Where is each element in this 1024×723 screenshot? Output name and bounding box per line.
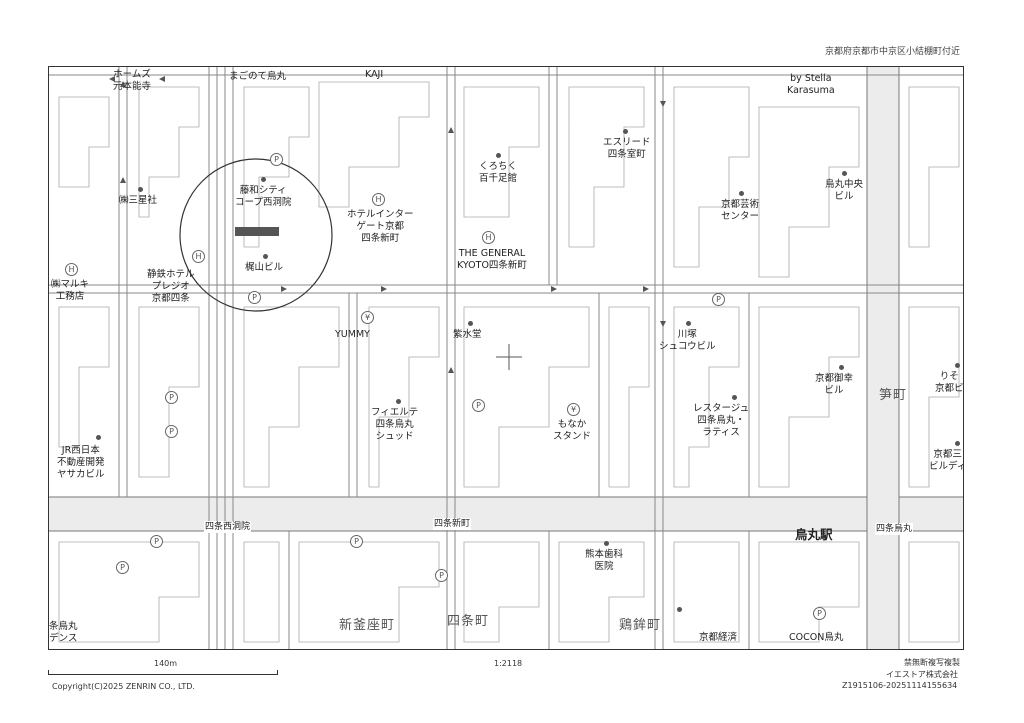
poi-monaka[interactable]: もなか スタンド bbox=[553, 419, 592, 442]
hotel-icon: H bbox=[65, 263, 78, 276]
poi-lestage[interactable]: レスタージュ 四条烏丸・ ラティス bbox=[693, 403, 750, 438]
restaurant-icon: ¥ bbox=[567, 403, 580, 416]
poi-homes[interactable]: ホームズ 元本能寺 bbox=[113, 69, 152, 92]
scale-distance: 140m bbox=[154, 659, 178, 668]
poi-fujiwa[interactable]: 藤和シティ コープ西洞院 bbox=[235, 185, 292, 208]
target-circle bbox=[179, 158, 333, 312]
poi-general[interactable]: THE GENERAL KYOTO四条新町 bbox=[457, 248, 527, 271]
poi-marker bbox=[842, 171, 847, 176]
poi-marker bbox=[263, 254, 268, 259]
poi-fierte[interactable]: フィエルテ 四条烏丸 シュッド bbox=[371, 407, 419, 442]
poi-marker bbox=[138, 187, 143, 192]
parking-icon: P bbox=[248, 291, 261, 304]
notice: 禁無断複写複製 bbox=[904, 658, 960, 667]
area-shijo: 四条町 bbox=[447, 614, 490, 629]
karasuma-station-label[interactable]: 烏丸駅 bbox=[795, 527, 833, 542]
poi-marker bbox=[677, 607, 682, 612]
parking-icon: P bbox=[116, 561, 129, 574]
poi-marker bbox=[604, 541, 609, 546]
hotel-icon: H bbox=[372, 193, 385, 206]
parking-icon: P bbox=[472, 399, 485, 412]
poi-shisuido[interactable]: 紫水堂 bbox=[453, 329, 482, 340]
scale-bar bbox=[48, 670, 278, 675]
poi-sanseisha[interactable]: ㈱三星社 bbox=[119, 195, 158, 206]
poi-riso[interactable]: りそ 京都ビ bbox=[935, 371, 964, 394]
poi-esreed[interactable]: エスリード 四条室町 bbox=[603, 137, 651, 160]
poi-gokou[interactable]: 京都御幸 ビル bbox=[815, 373, 854, 396]
poi-magonote[interactable]: まごのて烏丸 bbox=[229, 71, 287, 82]
parking-icon: P bbox=[270, 153, 283, 166]
area-shinkamaza: 新釜座町 bbox=[339, 618, 396, 633]
poi-kawazuka[interactable]: 川塚 シュコウビル bbox=[659, 329, 716, 352]
copyright: Copyright(C)2025 ZENRIN CO., LTD. bbox=[52, 682, 195, 691]
poi-marker bbox=[96, 435, 101, 440]
poi-marker bbox=[623, 129, 628, 134]
parking-icon: P bbox=[350, 535, 363, 548]
poi-kumamoto[interactable]: 熊本歯科 医院 bbox=[585, 549, 624, 572]
poi-maruki[interactable]: ㈱マルキ 工務店 bbox=[51, 279, 90, 302]
poi-kintetsu-hotel[interactable]: 静鉄ホテル プレジオ 京都四条 bbox=[147, 269, 195, 304]
poi-hotel-intergate[interactable]: ホテルインター ゲート京都 四条新町 bbox=[347, 209, 414, 244]
parking-icon: P bbox=[813, 607, 826, 620]
parking-icon: P bbox=[712, 293, 725, 306]
poi-stella[interactable]: by Stella Karasuma bbox=[787, 73, 835, 96]
road-shijo-nishinotoin: 四条西洞院 bbox=[204, 521, 252, 533]
hotel-icon: H bbox=[482, 231, 495, 244]
road-shijo-karasuma: 四条烏丸 bbox=[875, 523, 914, 535]
poi-marker bbox=[468, 321, 473, 326]
restaurant-icon: ¥ bbox=[361, 311, 374, 324]
poi-marker bbox=[955, 363, 960, 368]
document-code: Z1915106-20251114155634 bbox=[842, 681, 958, 690]
karasuma-dori-road bbox=[867, 67, 899, 649]
shijo-dori-road bbox=[49, 497, 963, 531]
poi-marker bbox=[686, 321, 691, 326]
one-way-arrows bbox=[109, 76, 666, 373]
poi-marker bbox=[496, 153, 501, 158]
target-building bbox=[235, 227, 279, 236]
poi-geijutsu[interactable]: 京都芸術 センター bbox=[721, 199, 760, 222]
parking-icon: P bbox=[435, 569, 448, 582]
poi-kajiyama[interactable]: 梶山ビル bbox=[245, 262, 284, 273]
streets bbox=[49, 67, 963, 649]
poi-kyoto-keizai[interactable]: 京都経済 bbox=[699, 632, 738, 643]
poi-cocon[interactable]: COCON烏丸 bbox=[789, 632, 844, 643]
parking-icon: P bbox=[165, 391, 178, 404]
hotel-icon: H bbox=[192, 250, 205, 263]
poi-kaji[interactable]: KAJI bbox=[365, 69, 384, 80]
map-canvas[interactable]: 新釜座町 四条町 鶏鉾町 笋町 烏丸駅 四条西洞院 四条新町 四条烏丸 ホームズ… bbox=[48, 66, 964, 650]
area-kasamachi: 笋町 bbox=[879, 388, 908, 403]
poi-marker bbox=[955, 441, 960, 446]
poi-marker bbox=[739, 191, 744, 196]
publisher: イエストア株式会社 bbox=[886, 670, 958, 679]
area-niwahoko: 鶏鉾町 bbox=[619, 618, 662, 633]
poi-marker bbox=[839, 365, 844, 370]
road-shijo-shinmachi: 四条新町 bbox=[433, 518, 472, 530]
poi-kurochiku[interactable]: くろちく 百千足館 bbox=[479, 161, 518, 184]
map-linework bbox=[49, 67, 963, 649]
poi-jr-west[interactable]: JR西日本 不動産開発 ヤサカビル bbox=[57, 445, 105, 480]
location-label: 京都府京都市中京区小結棚町付近 bbox=[824, 47, 960, 57]
parking-icon: P bbox=[165, 425, 178, 438]
poi-marker bbox=[396, 399, 401, 404]
poi-marker bbox=[732, 395, 737, 400]
poi-marker bbox=[261, 177, 266, 182]
poi-yummy[interactable]: YUMMY bbox=[335, 329, 370, 340]
poi-kyoto-san[interactable]: 京都三 ビルディ bbox=[929, 449, 964, 472]
scale-ratio: 1:2118 bbox=[494, 659, 523, 668]
poi-shijo-karasuma-res[interactable]: 条烏丸 デンス bbox=[49, 621, 78, 644]
parking-icon: P bbox=[150, 535, 163, 548]
poi-karasuma-chuo[interactable]: 烏丸中央 ビル bbox=[825, 179, 864, 202]
